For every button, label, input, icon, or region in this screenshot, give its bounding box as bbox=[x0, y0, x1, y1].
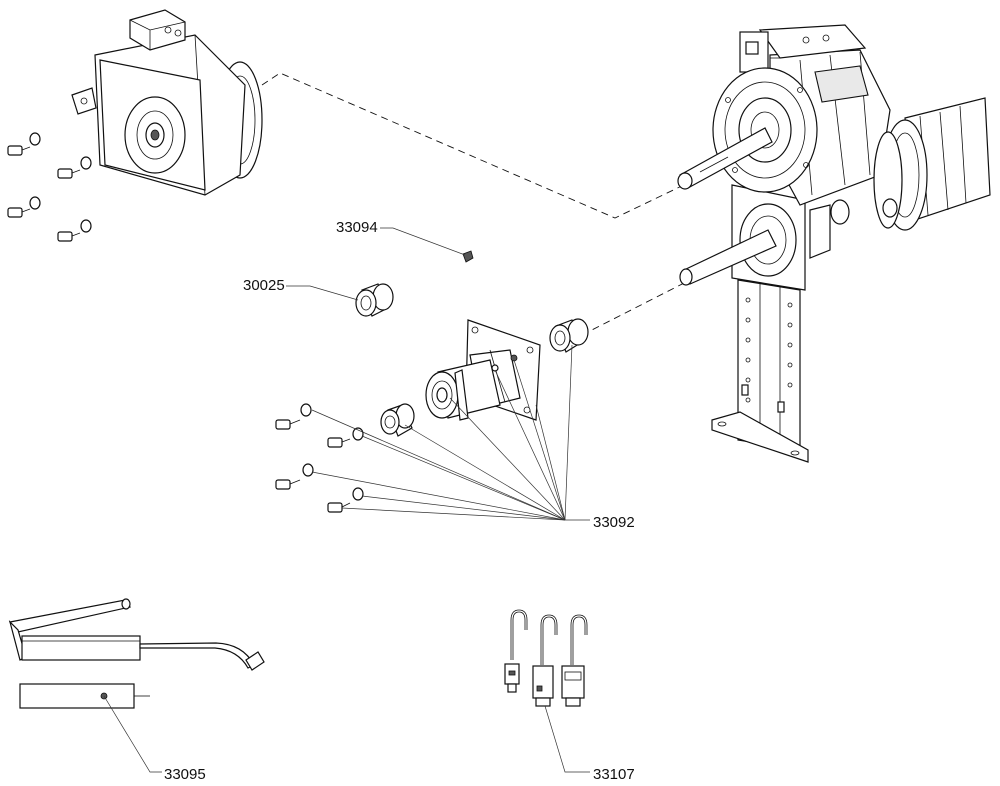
bolt bbox=[275, 463, 314, 490]
callout-label: 30025 bbox=[243, 277, 285, 294]
motor-bolts bbox=[7, 132, 92, 242]
bolt bbox=[57, 219, 92, 242]
bolt bbox=[275, 403, 312, 430]
callout-label: 33092 bbox=[593, 514, 635, 531]
bolt bbox=[327, 487, 364, 513]
electric-motor bbox=[71, 9, 263, 196]
motor-alignment-line bbox=[261, 72, 691, 219]
callout-33092: 33092 bbox=[311, 344, 635, 531]
bolt bbox=[57, 156, 92, 179]
grease-gun bbox=[8, 598, 265, 709]
callout-33107: 33107 bbox=[544, 705, 635, 783]
bushing-alignment-line bbox=[581, 279, 691, 336]
bolt bbox=[7, 132, 41, 156]
callout-label: 33107 bbox=[593, 766, 635, 781]
callout-33094: 33094 bbox=[336, 219, 466, 256]
bushing bbox=[355, 283, 394, 317]
bearing-flange-kit bbox=[275, 318, 589, 513]
set-screw bbox=[462, 250, 474, 263]
callout-33095: 33095 bbox=[103, 695, 206, 783]
bolt bbox=[327, 427, 364, 448]
callout-label: 33094 bbox=[336, 219, 378, 236]
callout-30025: 30025 bbox=[243, 277, 359, 301]
bolt bbox=[7, 196, 41, 218]
callout-label: 33095 bbox=[164, 766, 206, 781]
cable-hooks bbox=[504, 609, 588, 707]
gearbox-assembly bbox=[677, 24, 991, 463]
